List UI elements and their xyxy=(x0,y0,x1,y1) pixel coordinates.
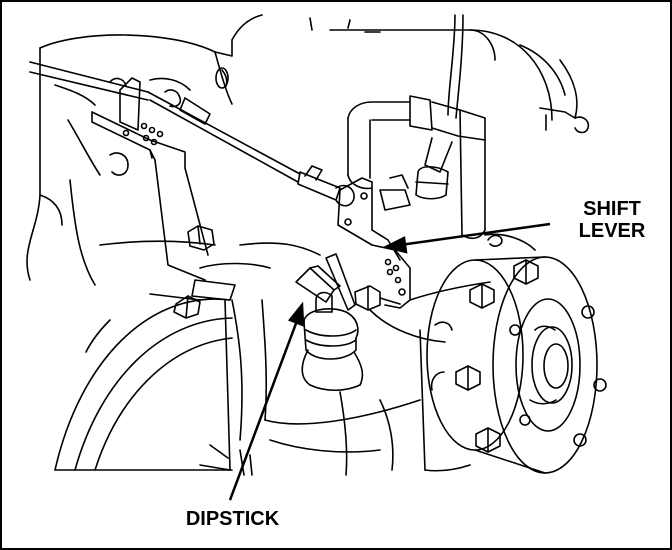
shift-lever-callout: SHIFT LEVER xyxy=(552,198,672,242)
shift-lever-label-line1: SHIFT xyxy=(583,198,641,220)
dipstick-leader xyxy=(228,301,305,501)
flywheel-housing xyxy=(54,293,253,476)
engine-block-upper xyxy=(39,14,590,134)
dipstick-callout: DIPSTICK xyxy=(185,508,280,530)
engine-block-left xyxy=(26,47,216,286)
shift-lever-leader xyxy=(382,222,551,254)
output-flange xyxy=(426,256,607,474)
dipstick-part xyxy=(295,265,364,392)
shift-cable xyxy=(29,61,355,207)
transmission-housing xyxy=(191,233,536,476)
cooling-pipe xyxy=(347,14,486,240)
shift-lever-label-line2: LEVER xyxy=(578,220,646,242)
cable-bracket xyxy=(91,77,215,281)
